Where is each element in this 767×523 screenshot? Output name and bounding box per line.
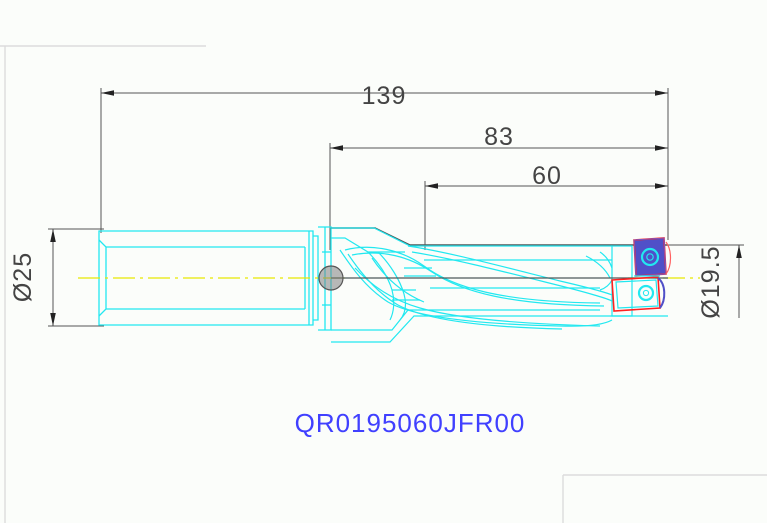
arrow-83-right — [655, 145, 668, 151]
dimension-arrowheads — [50, 90, 742, 326]
arrow-d25-bottom — [50, 313, 56, 326]
peripheral-insert-edge — [665, 241, 672, 275]
arrow-83-left — [330, 145, 343, 151]
arrow-139-right — [655, 90, 668, 96]
dimension-text-d25: Ø25 — [9, 252, 37, 302]
arrow-60-right — [655, 183, 668, 189]
part-number-label: QR0195060JFR00 — [295, 408, 526, 438]
drill-flute-body — [331, 227, 633, 343]
central-insert-edge — [657, 277, 666, 309]
arrow-60-left — [425, 183, 438, 189]
sheet-frame — [0, 45, 767, 523]
dimension-text-139: 139 — [362, 82, 407, 110]
dimension-lines — [48, 88, 744, 327]
dimension-text-83: 83 — [484, 123, 514, 151]
dimension-text-60: 60 — [532, 162, 562, 190]
arrow-d25-top — [50, 229, 56, 242]
dimension-texts: 139 83 60 Ø25 Ø19.5 — [9, 82, 725, 319]
peripheral-insert-screw-hole — [640, 247, 660, 267]
central-insert — [611, 276, 666, 312]
arrow-d195-top — [736, 245, 742, 258]
collar-marker — [318, 265, 344, 291]
dimension-text-d195: Ø19.5 — [697, 245, 725, 318]
central-insert-screw-hole — [637, 284, 655, 302]
tip-boundary — [612, 275, 668, 317]
peripheral-insert — [633, 237, 672, 277]
arrow-139-left — [101, 90, 114, 96]
